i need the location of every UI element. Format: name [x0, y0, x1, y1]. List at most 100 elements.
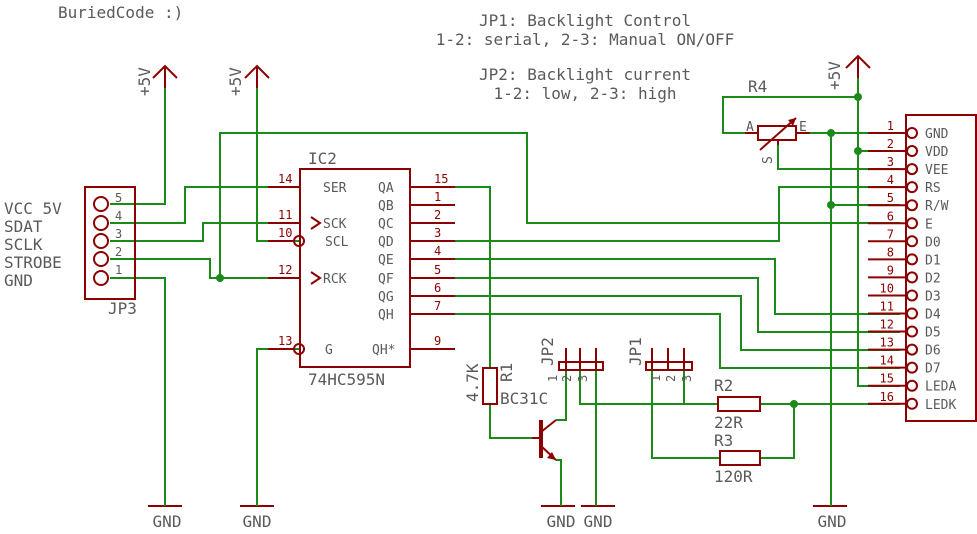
- lcd-pin-socket: [906, 397, 918, 410]
- lcd-pin-label: D5: [925, 326, 941, 341]
- vcc-symbol: +5V: [226, 64, 270, 96]
- jp3-pin-5: 5: [115, 191, 122, 205]
- lcd-pin-number: 9: [887, 263, 894, 277]
- ic2-pin-num: 7: [434, 299, 441, 313]
- lcd-pin-socket: [906, 307, 918, 320]
- ic2-pin-label: G: [325, 343, 333, 358]
- signal-gnd: GND: [4, 271, 33, 290]
- vcc-label: +5V: [135, 67, 154, 96]
- lcd-pin-label: D0: [925, 235, 941, 250]
- lcd-pin-number: 2: [887, 137, 894, 151]
- lcd-pin-label: D2: [925, 271, 941, 286]
- jp1-pin-1: 1: [649, 375, 663, 382]
- ic2-pin-num: 5: [434, 263, 441, 277]
- signal-sdat: SDAT: [4, 217, 43, 236]
- junctions: [216, 93, 862, 408]
- jp2-pin-2: 2: [560, 375, 574, 382]
- lcd-pin-socket: [906, 325, 918, 338]
- lcd-pin-socket: [906, 253, 918, 266]
- gnd-label: GND: [243, 512, 272, 531]
- lcd-pin-number: 6: [887, 209, 894, 223]
- jp2-pin-3: 3: [576, 375, 590, 382]
- lcd-connector: 1GND2VDD3VEE4RS5R/W6E7D08D19D210D311D412…: [868, 114, 977, 422]
- r1-value: 4.7K: [463, 363, 482, 402]
- lcd-pin-label: VEE: [925, 163, 948, 178]
- vcc-label: +5V: [825, 61, 844, 90]
- gnd-symbol: GND: [581, 505, 615, 531]
- ic2-name: IC2: [308, 149, 337, 168]
- lcd-pin: 8D1: [868, 245, 941, 268]
- ic2-pin-num: 9: [434, 334, 441, 348]
- r3-value: 120R: [714, 467, 753, 486]
- lcd-pin-label: R/W: [925, 199, 949, 214]
- lcd-pin-socket: [906, 343, 918, 356]
- ic2-pin-num: 13: [278, 334, 292, 348]
- lcd-pin-number: 1: [887, 119, 894, 133]
- lcd-pin-label: D3: [925, 289, 941, 304]
- jp2-note-detail: 1-2: low, 2-3: high: [493, 84, 676, 103]
- jp1-jumper: JP1 1 2 3: [626, 337, 694, 382]
- r4-pin-a: A: [746, 120, 754, 135]
- lcd-pin: 5R/W: [868, 191, 949, 214]
- lcd-pin-number: 7: [887, 227, 894, 241]
- jp2-note-title: JP2: Backlight current: [479, 65, 691, 84]
- lcd-pin-label: VDD: [925, 145, 949, 160]
- r2-name: R2: [714, 376, 733, 395]
- jp3-pin-2: 2: [115, 245, 122, 259]
- lcd-pin-socket: [906, 145, 918, 158]
- ic2-pin-label: SCL: [325, 235, 349, 250]
- lcd-pin: 6E: [868, 209, 933, 232]
- ic2-pin-label: SCK: [323, 217, 347, 232]
- gnd-label: GND: [153, 512, 182, 531]
- ic2-pin-label: RCK: [323, 272, 347, 287]
- ic2-shift-register: IC2 74HC595N 14 SER 11 SCK 10 SCL 12 RCK…: [268, 149, 455, 389]
- ic2-pin-num: 6: [434, 281, 441, 295]
- ic2-pin-label: QE: [378, 253, 394, 268]
- r2-resistor: R2 22R: [714, 376, 761, 432]
- lcd-pin-number: 11: [880, 300, 894, 314]
- ic2-pin-label: QC: [378, 217, 394, 232]
- jp1-pin-2: 2: [664, 375, 678, 382]
- lcd-pin-number: 4: [887, 173, 894, 187]
- credit-text: BuriedCode :): [58, 3, 183, 22]
- gnd-symbol: GND: [240, 505, 274, 531]
- gnd-symbol: GND: [813, 505, 847, 531]
- lcd-pin-socket: [906, 163, 918, 176]
- ic2-pin-num: 2: [434, 208, 441, 222]
- gnd-label: GND: [547, 512, 576, 531]
- lcd-pin-number: 15: [880, 372, 894, 386]
- lcd-pin: 4RS: [868, 173, 941, 196]
- vcc-label: +5V: [226, 67, 245, 96]
- gnd-symbol: GND: [541, 505, 576, 531]
- signal-strobe: STROBE: [4, 253, 62, 272]
- ic2-pin-label: QB: [378, 199, 394, 214]
- gnd-label: GND: [818, 512, 847, 531]
- ic2-pin-label: QD: [378, 235, 394, 250]
- lcd-pin-label: D4: [925, 308, 941, 323]
- lcd-pin-number: 5: [887, 191, 894, 205]
- r4-pin-s: S: [761, 156, 776, 164]
- jp1-note-title: JP1: Backlight Control: [479, 11, 691, 30]
- r4-name: R4: [748, 77, 767, 96]
- lcd-pin-socket: [906, 127, 918, 139]
- jp3-pin-1: 1: [115, 263, 122, 277]
- lcd-pin-socket: [906, 181, 918, 194]
- wires: [110, 78, 900, 506]
- lcd-pin-socket: [906, 199, 918, 212]
- vcc-symbol: +5V: [825, 54, 871, 90]
- lcd-pin-number: 14: [880, 354, 894, 368]
- lcd-pin-socket: [906, 271, 918, 284]
- lcd-pin-number: 16: [880, 390, 894, 404]
- gnd-label: GND: [584, 512, 613, 531]
- lcd-pin-number: 10: [880, 281, 894, 295]
- signal-vcc-5v: VCC 5V: [4, 199, 62, 218]
- lcd-pin-label: E: [925, 217, 933, 232]
- ic2-pin-num: 15: [434, 172, 448, 186]
- r3-resistor: R3 120R: [714, 431, 761, 486]
